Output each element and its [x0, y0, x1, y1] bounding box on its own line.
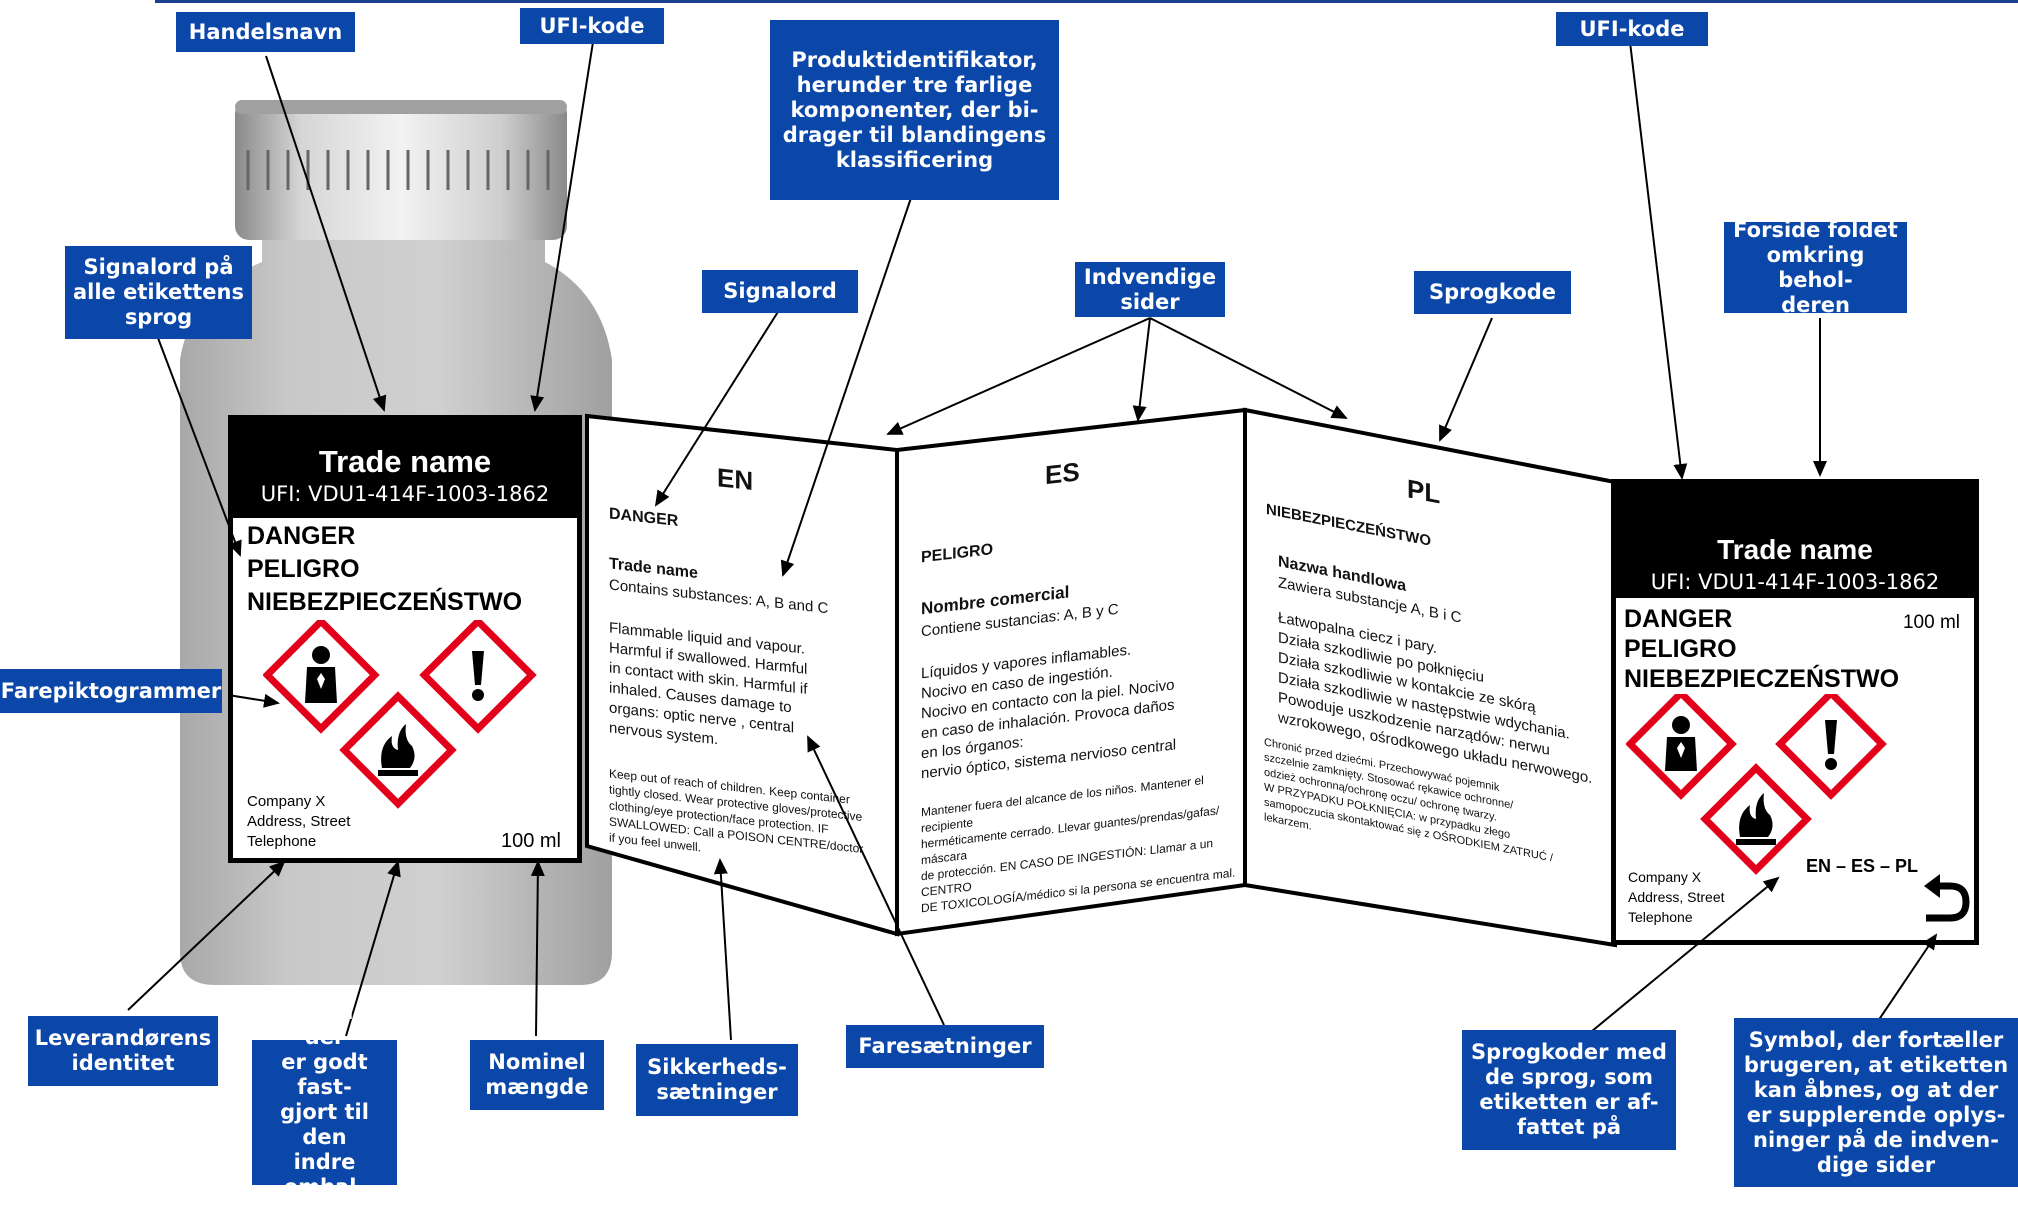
front-label-pictograms	[1626, 694, 1887, 875]
back-label-trade-name: Trade name	[318, 444, 492, 479]
callout-ufi-kode-left: UFI-kode	[520, 8, 664, 44]
exclamation-pictogram	[419, 620, 537, 734]
top-rule	[155, 0, 2018, 3]
back-label-header: Trade name UFI: VDU1-414F-1003-1862	[233, 420, 577, 518]
inside-pages-outline	[585, 407, 1617, 948]
callout-bagside: Bagside, der er godt fast- gjort til den…	[252, 1000, 397, 1224]
callout-farepiktogrammer: Farepiktogrammer	[0, 669, 222, 713]
exclamation-pictogram	[1775, 694, 1887, 800]
health-hazard-pictogram	[263, 620, 380, 734]
callout-faresaetninger: Faresætninger	[846, 1025, 1044, 1068]
front-label-ufi: UFI: VDU1-414F-1003-1862	[1650, 570, 1940, 594]
back-label: Trade name UFI: VDU1-414F-1003-1862 DANG…	[228, 415, 582, 863]
front-label-company: Company X Address, Street Telephone	[1628, 869, 1725, 925]
callout-signalord-alle: Signalord på alle etikettens sprog	[65, 246, 252, 339]
front-label: Trade name UFI: VDU1-414F-1003-1862 DANG…	[1611, 479, 1979, 945]
callout-forside: Forside foldet omkring behol- deren	[1724, 218, 1907, 317]
callout-sprogkoder: Sprogkoder med de sprog, som etiketten e…	[1462, 1030, 1676, 1150]
callout-indvendige-sider: Indvendige sider	[1075, 262, 1225, 317]
bottle-cap	[235, 100, 567, 240]
front-label-header: Trade name UFI: VDU1-414F-1003-1862	[1616, 484, 1974, 598]
back-label-quantity: 100 ml	[500, 830, 561, 852]
callout-symbol: Symbol, der fortæller brugeren, at etike…	[1734, 1018, 2018, 1187]
back-label-company: Company X Address, Street Telephone	[247, 793, 351, 850]
callout-ufi-kode-right: UFI-kode	[1556, 12, 1708, 46]
fold-back-arrow-icon	[1924, 874, 1970, 922]
flame-pictogram	[339, 691, 457, 809]
callout-produktidentifikator: Produktidentifikator, herunder tre farli…	[770, 20, 1059, 200]
front-label-quantity: 100 ml	[1902, 612, 1960, 633]
callout-nominel: Nominel mængde	[470, 1040, 604, 1110]
leader-lines	[127, 41, 1938, 1051]
callout-handelsnavn: Handelsnavn	[176, 12, 355, 52]
callout-leverandor: Leverandørens identitet	[28, 1016, 218, 1086]
front-label-signal-words: DANGER PELIGRO NIEBEZPIECZEŃSTWO	[1624, 605, 1900, 693]
back-label-signal-words: DANGER PELIGRO NIEBEZPIECZEŃSTWO	[247, 522, 523, 616]
back-label-ufi: UFI: VDU1-414F-1003-1862	[260, 482, 550, 506]
callout-sprogkode: Sprogkode	[1414, 271, 1571, 314]
callout-sikkerheds: Sikkerheds- sætninger	[636, 1044, 798, 1116]
flame-pictogram	[1700, 763, 1812, 875]
health-hazard-pictogram	[1626, 694, 1737, 800]
back-label-pictograms	[263, 620, 537, 809]
callout-signalord: Signalord	[702, 270, 858, 313]
front-label-trade-name: Trade name	[1717, 534, 1873, 565]
front-label-lang-codes: EN – ES – PL	[1806, 856, 1919, 876]
